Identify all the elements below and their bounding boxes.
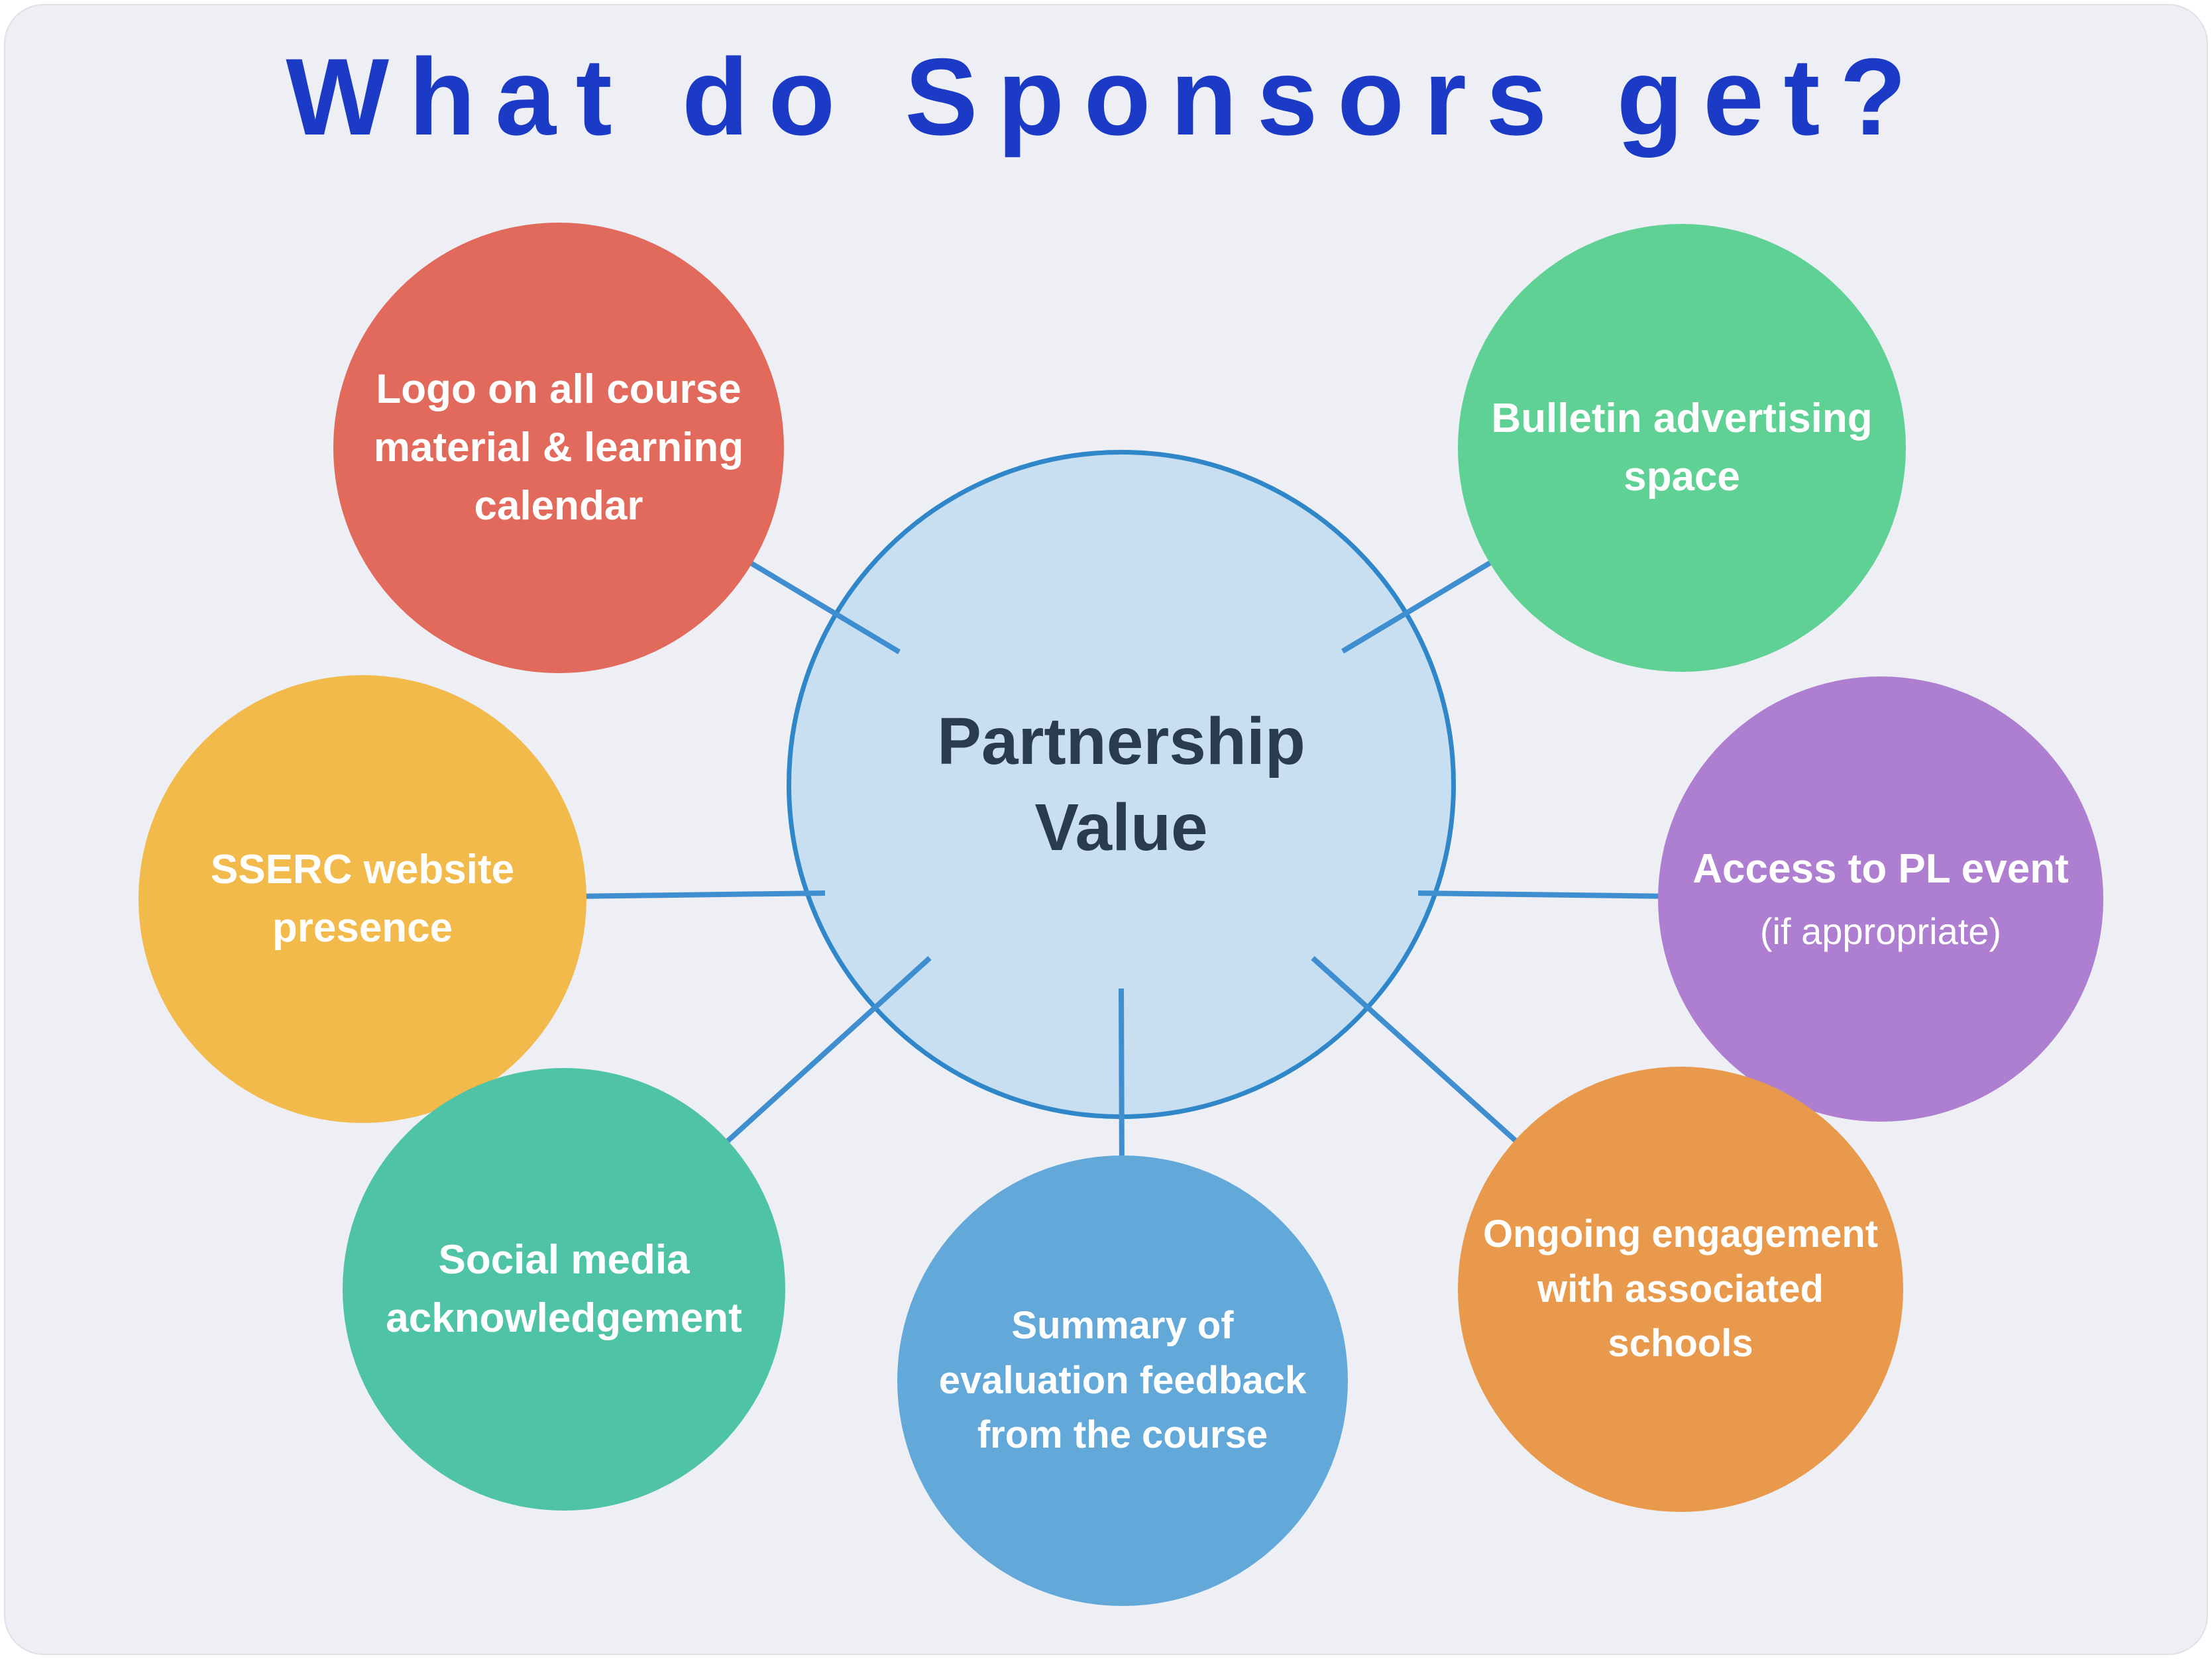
node-label: Logo on all course material & learning c… — [373, 366, 744, 529]
node-circle-access-pl-event: Access to PL event (if appropriate) — [1658, 676, 2103, 1122]
node-circle-sserc-website: SSERC website presence — [138, 675, 586, 1123]
node-label: Access to PL event (if appropriate) — [1692, 840, 2068, 958]
node-label-sub: (if appropriate) — [1759, 910, 2002, 953]
node-circle-bulletin-advertising: Bulletin advertising space — [1458, 224, 1906, 672]
node-circle-ongoing-engagement: Ongoing engagement with associated schoo… — [1458, 1067, 1903, 1512]
node-label-main: Access to PL event — [1692, 846, 2069, 892]
node-circle-social-media: Social media acknowledgement — [343, 1068, 785, 1511]
hub-label: Partnership Value — [937, 704, 1305, 865]
diagram-title: What do Sponsors get? — [286, 36, 1926, 158]
node-label: Ongoing engagement with associated schoo… — [1482, 1212, 1879, 1365]
node-circle-logo-course-material: Logo on all course material & learning c… — [333, 223, 784, 673]
hub-label-wrap: Partnership Value — [787, 450, 1456, 1119]
node-circle-evaluation-feedback: Summary of evaluation feedback from the … — [897, 1155, 1348, 1606]
node-label: Bulletin advertising space — [1491, 395, 1873, 500]
node-label: SSERC website presence — [210, 846, 515, 951]
node-label: Social media acknowledgement — [386, 1236, 742, 1341]
node-label: Summary of evaluation feedback from the … — [938, 1304, 1307, 1457]
